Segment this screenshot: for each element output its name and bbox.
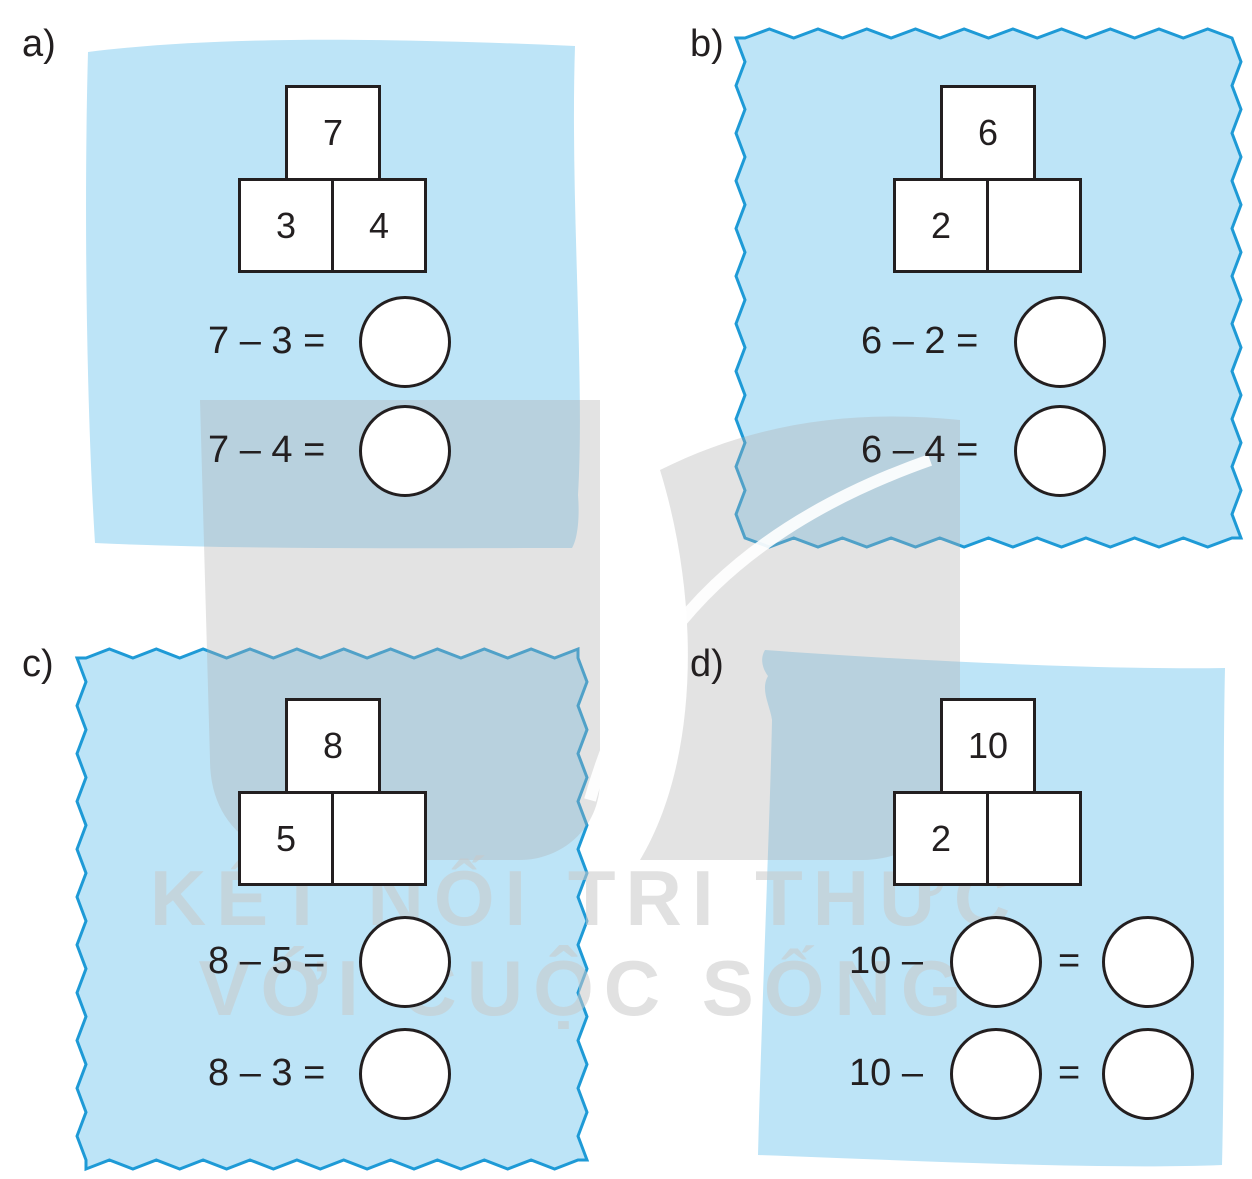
equation-2: 6 – 4 =: [861, 429, 979, 471]
answer-circle[interactable]: [359, 1028, 451, 1120]
panel-b-background: [733, 27, 1244, 549]
left-number-box: 2: [893, 178, 989, 273]
answer-circle[interactable]: [950, 916, 1042, 1008]
exercise-label: b): [690, 23, 724, 65]
answer-circle[interactable]: [1102, 916, 1194, 1008]
panel-c-background: [74, 646, 590, 1172]
answer-circle[interactable]: [950, 1028, 1042, 1120]
answer-circle[interactable]: [1014, 296, 1106, 388]
left-number-box: 2: [893, 791, 989, 886]
equation-2-equals: =: [1058, 1052, 1081, 1094]
equation-2-start: 10 –: [849, 1052, 923, 1094]
equation-1: 8 – 5 =: [208, 940, 326, 982]
left-number-box: 3: [238, 178, 334, 273]
left-number-box: 5: [238, 791, 334, 886]
right-number-box-empty[interactable]: [986, 178, 1082, 273]
equation-1: 6 – 2 =: [861, 320, 979, 362]
answer-circle[interactable]: [359, 916, 451, 1008]
answer-circle[interactable]: [1014, 405, 1106, 497]
answer-circle[interactable]: [1102, 1028, 1194, 1120]
equation-2: 7 – 4 =: [208, 429, 326, 471]
top-number-box: 7: [285, 85, 381, 181]
right-number-box-empty[interactable]: [986, 791, 1082, 886]
panel-a-background: [86, 39, 580, 549]
top-number-box: 10: [940, 698, 1036, 794]
exercise-label: d): [690, 643, 724, 685]
top-number-box: 8: [285, 698, 381, 794]
right-number-box-empty[interactable]: [331, 791, 427, 886]
right-number-box: 4: [331, 178, 427, 273]
top-number-box: 6: [940, 85, 1036, 181]
equation-1-equals: =: [1058, 940, 1081, 982]
equation-1-start: 10 –: [849, 940, 923, 982]
exercise-label: c): [22, 643, 54, 685]
answer-circle[interactable]: [359, 405, 451, 497]
exercise-label: a): [22, 23, 56, 65]
answer-circle[interactable]: [359, 296, 451, 388]
equation-2: 8 – 3 =: [208, 1052, 326, 1094]
equation-1: 7 – 3 =: [208, 320, 326, 362]
